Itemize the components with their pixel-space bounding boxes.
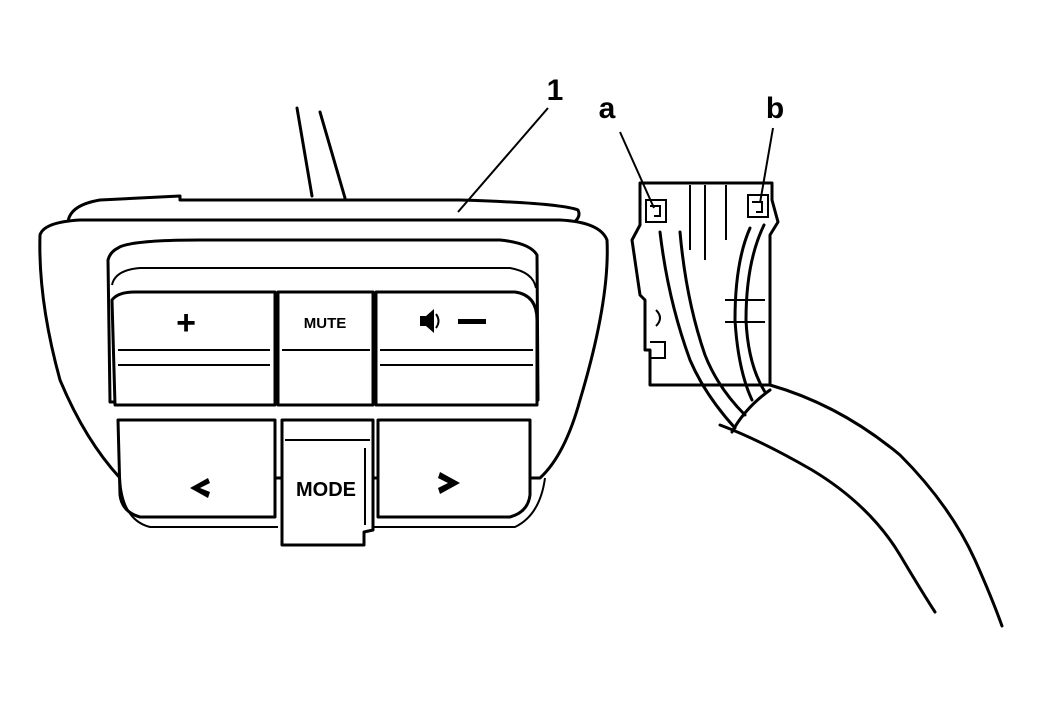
mute-label[interactable]: MUTE — [304, 315, 347, 332]
chevron-right-icon[interactable] — [438, 472, 460, 494]
volume-up-label[interactable]: + — [176, 304, 196, 342]
callout-1-leader — [457, 107, 549, 213]
switch-wires — [295, 106, 347, 200]
callout-a-leader — [619, 131, 655, 209]
callout-a-label: a — [599, 92, 616, 125]
mode-label[interactable]: MODE — [296, 479, 356, 501]
upper-button-row — [110, 290, 539, 407]
lower-button-row — [116, 418, 532, 547]
connector-wires — [658, 223, 767, 430]
callout-b-label: b — [766, 92, 784, 125]
wiring-harness-connector — [630, 181, 780, 387]
chevron-left-icon[interactable] — [190, 478, 210, 498]
wiring-harness-cable — [718, 383, 1004, 628]
speaker-minus-icon[interactable] — [420, 309, 486, 333]
callout-b-leader — [759, 127, 774, 204]
housing-lower-lip — [119, 477, 546, 528]
callout-1-label: 1 — [547, 74, 564, 107]
